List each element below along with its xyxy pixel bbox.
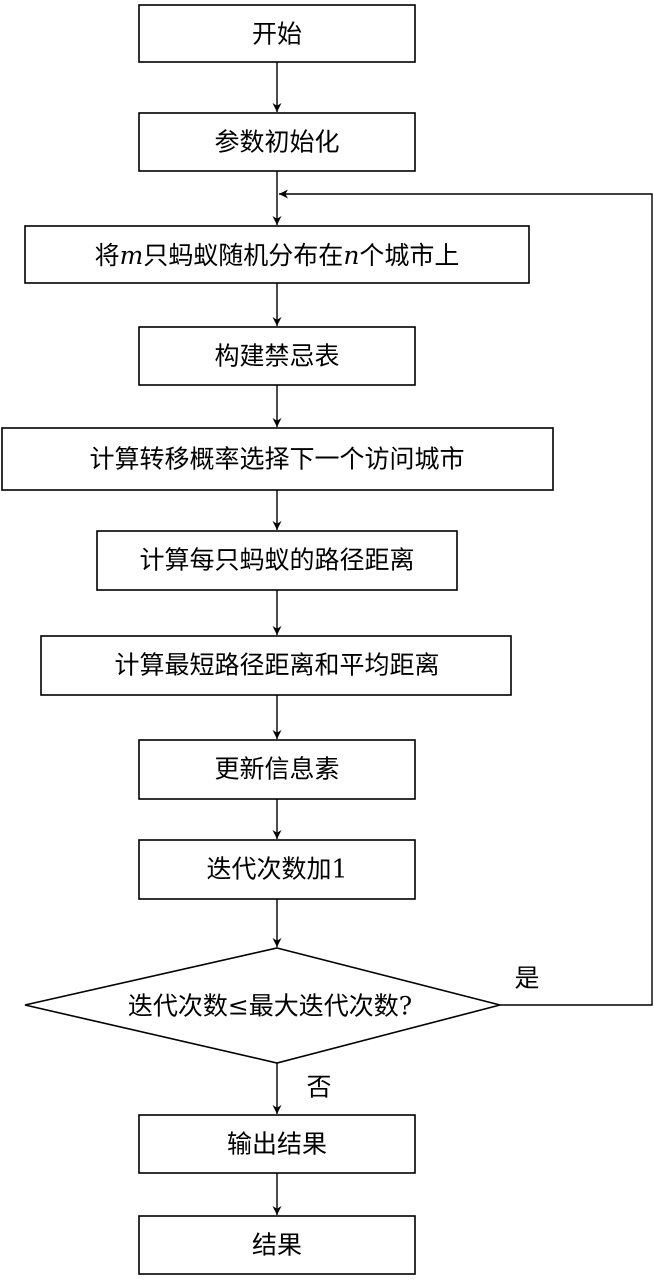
- decision-diamond: 迭代次数≤最大迭代次数?: [24, 947, 501, 1064]
- step-start: 开始: [138, 4, 416, 63]
- yes-label: 是: [514, 964, 539, 993]
- step-label: 计算转移概率选择下一个访问城市: [89, 445, 464, 474]
- step-label: 输出结果: [227, 1130, 327, 1159]
- no-label: 否: [306, 1073, 331, 1102]
- step-path-each: 计算每只蚂蚁的路径距离: [96, 530, 458, 591]
- step-init: 参数初始化: [138, 112, 416, 172]
- step-label: 结果: [252, 1231, 302, 1260]
- step-iter-inc: 迭代次数加1: [138, 839, 416, 900]
- connectors: [272, 62, 653, 1215]
- step-transition: 计算转移概率选择下一个访问城市: [1, 427, 554, 491]
- step-label: 更新信息素: [214, 755, 339, 784]
- step-label: 计算最短路径距离和平均距离: [114, 651, 439, 680]
- step-label: 开始: [252, 20, 302, 49]
- step-label: 将m只蚂蚁随机分布在n个城市上: [95, 241, 460, 270]
- step-distribute: 将m只蚂蚁随机分布在n个城市上: [24, 225, 530, 284]
- step-label: 参数初始化: [214, 128, 339, 157]
- step-label: 计算每只蚂蚁的路径距离: [139, 546, 414, 575]
- step-shortest-avg: 计算最短路径距离和平均距离: [40, 635, 512, 696]
- decision-label: 迭代次数≤最大迭代次数?: [128, 992, 412, 1021]
- step-update: 更新信息素: [138, 739, 416, 800]
- step-tabu: 构建禁忌表: [138, 326, 416, 386]
- step-label: 构建禁忌表: [214, 342, 339, 371]
- step-label: 迭代次数加1: [207, 855, 348, 884]
- step-output: 输出结果: [138, 1114, 416, 1174]
- loop-back-arrow-yes: [279, 189, 653, 1006]
- step-result: 结果: [138, 1215, 416, 1275]
